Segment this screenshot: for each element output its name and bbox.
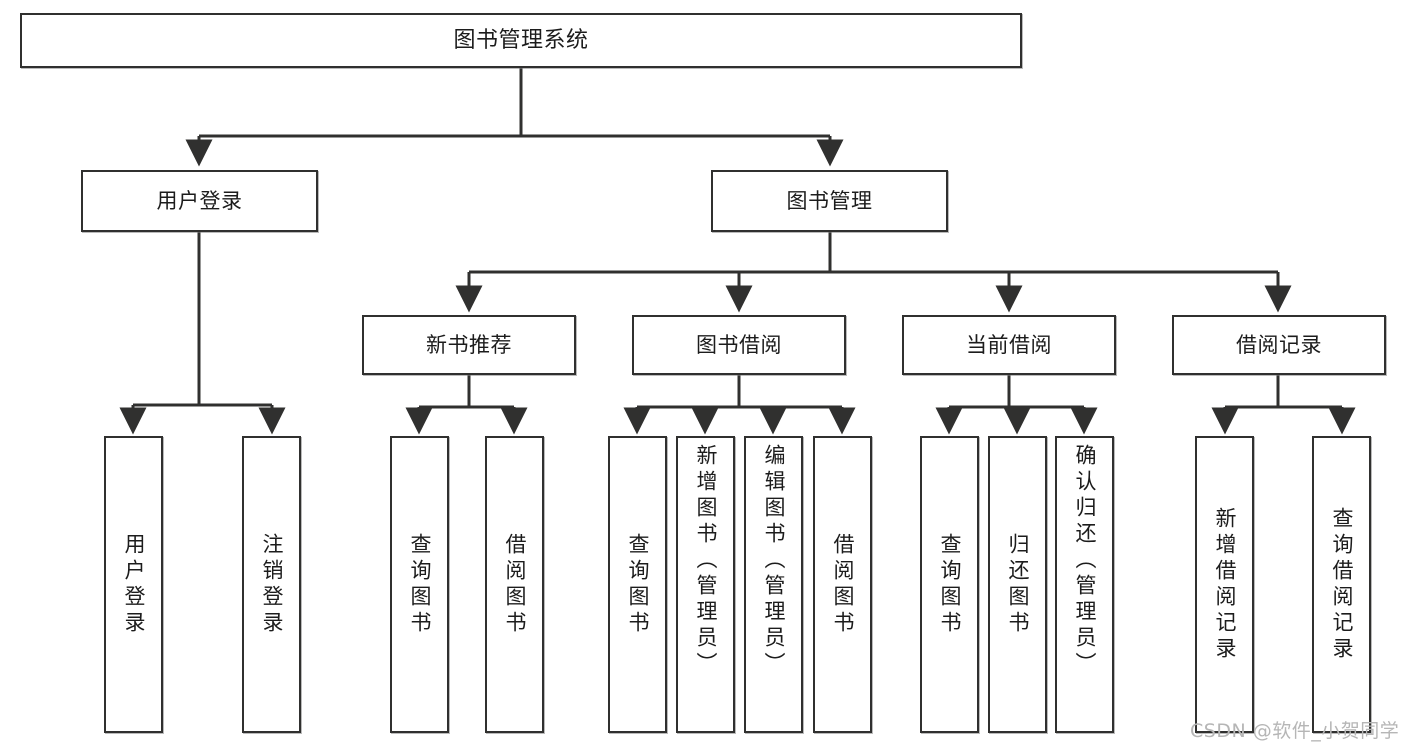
leaf-user-login-login[interactable]: 用户登录 (104, 436, 163, 733)
leaf-new-book-borrow[interactable]: 借阅图书 (485, 436, 544, 733)
leaf-label: 注销登录 (260, 532, 284, 637)
leaf-borrow-record-query[interactable]: 查询借阅记录 (1312, 436, 1371, 733)
node-borrow-record[interactable]: 借阅记录 (1172, 315, 1386, 375)
leaf-label: 归还图书 (1006, 532, 1030, 637)
leaf-label: 借阅图书 (503, 532, 527, 637)
leaf-label: 查询图书 (938, 532, 962, 637)
leaf-label: 新增借阅记录 (1213, 506, 1237, 663)
leaf-label: 查询图书 (626, 532, 650, 637)
node-label: 图书管理系统 (453, 27, 589, 53)
leaf-user-login-logout[interactable]: 注销登录 (242, 436, 301, 733)
node-root-system[interactable]: 图书管理系统 (20, 13, 1022, 68)
leaf-label: 新增图书（管理员） (694, 444, 718, 678)
leaf-borrow-record-add[interactable]: 新增借阅记录 (1195, 436, 1254, 733)
node-book-management[interactable]: 图书管理 (711, 170, 948, 232)
leaf-label: 查询借阅记录 (1330, 506, 1354, 663)
leaf-label: 借阅图书 (831, 532, 855, 637)
leaf-current-borrow-return[interactable]: 归还图书 (988, 436, 1047, 733)
leaf-label: 用户登录 (122, 532, 146, 637)
leaf-book-borrow-borrow[interactable]: 借阅图书 (813, 436, 872, 733)
leaf-current-borrow-query[interactable]: 查询图书 (920, 436, 979, 733)
leaf-book-borrow-add[interactable]: 新增图书（管理员） (676, 436, 735, 733)
leaf-label: 编辑图书（管理员） (762, 444, 786, 678)
node-label: 用户登录 (156, 188, 243, 213)
node-current-borrow[interactable]: 当前借阅 (902, 315, 1116, 375)
node-label: 借阅记录 (1236, 332, 1322, 357)
node-label: 当前借阅 (966, 332, 1052, 357)
node-label: 新书推荐 (426, 332, 512, 357)
leaf-book-borrow-query[interactable]: 查询图书 (608, 436, 667, 733)
node-label: 图书借阅 (696, 332, 782, 357)
leaf-label: 查询图书 (408, 532, 432, 637)
leaf-current-borrow-confirm-return[interactable]: 确认归还（管理员） (1055, 436, 1114, 733)
node-new-book-recommend[interactable]: 新书推荐 (362, 315, 576, 375)
node-user-login[interactable]: 用户登录 (81, 170, 318, 232)
watermark-text: CSDN @软件_小贺同学 (1190, 720, 1400, 742)
leaf-new-book-query[interactable]: 查询图书 (390, 436, 449, 733)
node-book-borrow[interactable]: 图书借阅 (632, 315, 846, 375)
leaf-label: 确认归还（管理员） (1073, 444, 1097, 678)
node-label: 图书管理 (786, 188, 873, 213)
leaf-book-borrow-edit[interactable]: 编辑图书（管理员） (744, 436, 803, 733)
